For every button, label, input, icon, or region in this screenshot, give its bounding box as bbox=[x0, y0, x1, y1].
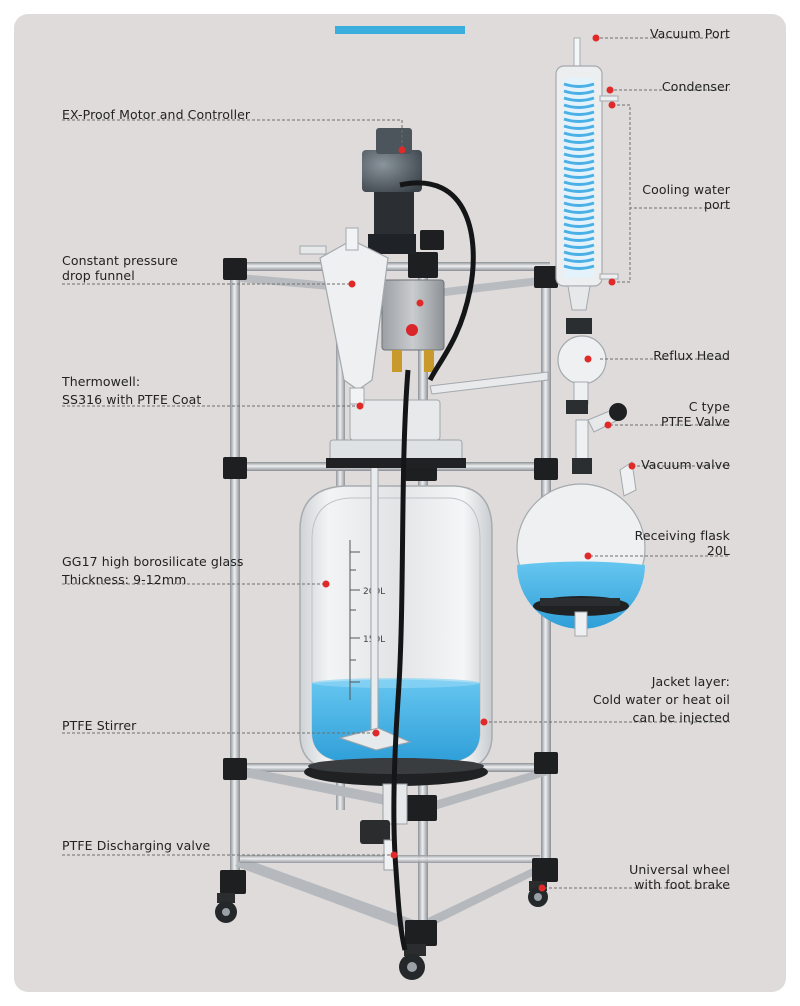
condenser-coil-turn bbox=[563, 187, 595, 193]
label-discharging-valve: PTFE Discharging valve bbox=[62, 838, 211, 853]
condenser-coil-turn bbox=[563, 236, 595, 242]
condenser-coil-turn bbox=[563, 159, 595, 165]
dot-valve bbox=[604, 421, 612, 429]
condenser-coil-turn bbox=[563, 173, 595, 179]
condenser-coil-turn bbox=[563, 152, 595, 158]
condenser-coil-turn bbox=[563, 138, 595, 144]
condenser-coil-turn bbox=[563, 166, 595, 172]
label-vacuum-port: Vacuum Port bbox=[650, 26, 730, 41]
label-motor: EX-Proof Motor and Controller bbox=[62, 107, 251, 122]
label-reflux-head: Reflux Head bbox=[653, 348, 730, 363]
condenser-coil-turn bbox=[563, 243, 595, 249]
dot-wheel bbox=[538, 884, 546, 892]
reactor-illustration: 200L 150L bbox=[215, 26, 646, 980]
condenser-coil-turn bbox=[563, 145, 595, 151]
condenser-coil-turn bbox=[563, 180, 595, 186]
dot-stirrer bbox=[372, 729, 380, 737]
label-condenser: Condenser bbox=[661, 79, 730, 94]
condenser-coil-turn bbox=[563, 103, 595, 109]
condenser-coil-turn bbox=[563, 124, 595, 130]
accent-bar bbox=[335, 26, 465, 34]
condenser-coil-turn bbox=[563, 89, 595, 95]
dot-cooling-bottom bbox=[608, 278, 616, 286]
condenser-coil-turn bbox=[563, 264, 595, 270]
dot-vacuum-port bbox=[592, 34, 600, 42]
condenser-coil-turn bbox=[563, 194, 595, 200]
condenser-coil-turn bbox=[563, 229, 595, 235]
dot-flask bbox=[584, 552, 592, 560]
condenser-coil-turn bbox=[563, 208, 595, 214]
dot-thermowell bbox=[356, 402, 364, 410]
condenser-coil-turn bbox=[563, 215, 595, 221]
dot-controller bbox=[416, 299, 424, 307]
dot-motor bbox=[398, 146, 406, 154]
dot-cooling-top bbox=[608, 101, 616, 109]
dot-vacuum-valve bbox=[628, 462, 636, 470]
diagram-card: 200L 150L bbox=[14, 14, 786, 992]
condenser-coil-turn bbox=[563, 257, 595, 263]
condenser-coil-turn bbox=[563, 201, 595, 207]
dot-glass bbox=[322, 580, 330, 588]
dot-jacket bbox=[480, 718, 488, 726]
condenser-coil-turn bbox=[563, 250, 595, 256]
condenser-coil-turn bbox=[563, 117, 595, 123]
condenser-coil-turn bbox=[563, 222, 595, 228]
label-vacuum-valve: Vacuum valve bbox=[641, 457, 730, 472]
condenser-coil-turn bbox=[563, 110, 595, 116]
label-ptfe-stirrer: PTFE Stirrer bbox=[62, 718, 137, 733]
dot-reflux bbox=[584, 355, 592, 363]
callout-lines bbox=[62, 34, 730, 892]
dot-discharge bbox=[390, 851, 398, 859]
label-thermowell: Thermowell:SS316 with PTFE Coat bbox=[62, 374, 202, 407]
condenser-coil-turn bbox=[563, 96, 595, 102]
condenser-coil-turn bbox=[563, 131, 595, 137]
condenser-coil-turn bbox=[563, 82, 595, 88]
dot-funnel bbox=[348, 280, 356, 288]
dot-condenser bbox=[606, 86, 614, 94]
